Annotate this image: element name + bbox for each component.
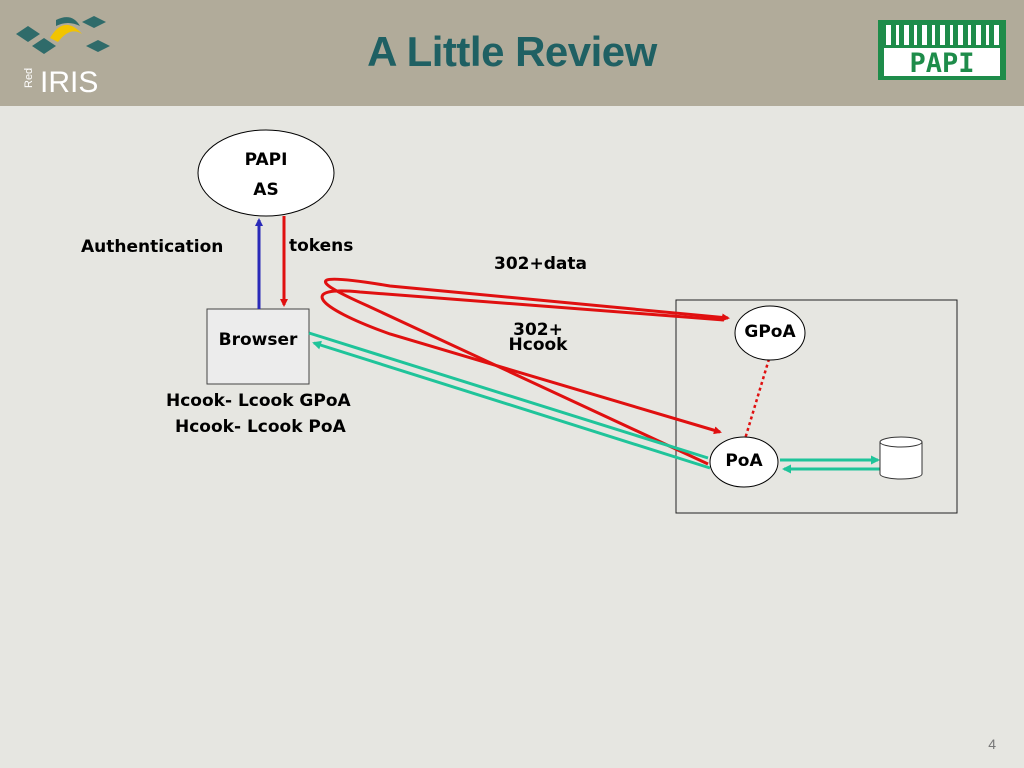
papi-logo-text: PAPI xyxy=(909,48,974,79)
poa-node xyxy=(709,436,779,488)
redirect-hcook-arrow xyxy=(320,289,725,435)
papi-barcode-icon xyxy=(886,25,999,45)
page-number: 4 xyxy=(988,736,996,752)
rediris-emblem-icon xyxy=(16,16,110,54)
rediris-red-text: Red xyxy=(23,68,35,88)
authentication-label: Authentication xyxy=(81,237,224,257)
papi-as-label-line2: AS xyxy=(253,180,279,200)
tokens-label: tokens xyxy=(289,236,354,256)
slide-title: A Little Review xyxy=(367,28,657,75)
database-icon xyxy=(879,436,923,480)
redirect-hcook-label-line1: 302+ xyxy=(513,320,563,340)
redirect-data-label: 302+data xyxy=(494,254,587,274)
slide-header: Red IRIS A Little Review PAPI xyxy=(0,0,1024,106)
redirect-data-arrow xyxy=(324,277,730,466)
cookies-poa-label: Hcook- Lcook PoA xyxy=(175,417,346,437)
flow-diagram xyxy=(197,129,958,514)
papi-logo: PAPI xyxy=(878,20,1008,82)
browser-to-poa-arrow xyxy=(308,331,709,460)
service-provider-box xyxy=(675,299,958,514)
rediris-text: IRIS xyxy=(40,66,98,98)
gpoa-label: GPoA xyxy=(744,322,796,342)
papi-as-label-line1: PAPI xyxy=(244,150,288,170)
gpoa-node xyxy=(734,305,806,361)
cookies-gpoa-label: Hcook- Lcook GPoA xyxy=(166,391,351,411)
poa-to-browser-arrow xyxy=(312,340,711,470)
rediris-logo: Red IRIS xyxy=(12,12,122,99)
gpoa-poa-link xyxy=(743,358,771,440)
poa-label: PoA xyxy=(725,451,763,471)
redirect-hcook-label-line2: Hcook xyxy=(508,335,568,355)
browser-label: Browser xyxy=(218,330,298,350)
browser-node xyxy=(206,308,310,385)
papi-as-node xyxy=(197,129,335,217)
